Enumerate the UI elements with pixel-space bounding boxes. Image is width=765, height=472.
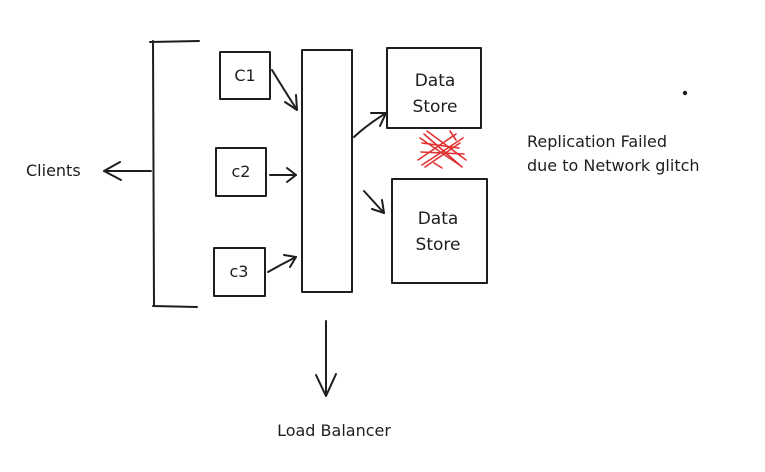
data-store-1-line1: Data xyxy=(415,71,456,91)
clients-arrow xyxy=(103,161,152,181)
data-store-node-1: Data Store xyxy=(386,47,482,129)
data-store-2-line2: Store xyxy=(416,235,461,255)
load-balancer-node xyxy=(301,49,353,293)
arrow-c2-to-lb xyxy=(269,167,297,183)
client-node-c2: c2 xyxy=(215,147,267,197)
arrow-lb-to-store-1 xyxy=(353,112,387,138)
client-label-c1: C1 xyxy=(234,66,255,85)
arrow-c1-to-lb xyxy=(271,69,298,111)
load-balancer-label: Load Balancer xyxy=(277,421,391,440)
stray-dot xyxy=(682,90,688,96)
client-node-c1: C1 xyxy=(219,51,271,100)
data-store-2-line1: Data xyxy=(418,209,459,229)
replication-failure-mark xyxy=(417,130,467,169)
arrow-lb-to-store-2 xyxy=(363,190,385,214)
clients-label: Clients xyxy=(26,161,81,180)
data-store-node-2: Data Store xyxy=(391,178,488,284)
client-label-c3: c3 xyxy=(230,262,249,281)
arrow-c3-to-lb xyxy=(267,254,297,273)
clients-bracket xyxy=(149,40,200,308)
load-balancer-arrow xyxy=(315,320,337,397)
data-store-1-line2: Store xyxy=(413,97,458,117)
replication-note-line2: due to Network glitch xyxy=(527,156,700,175)
client-node-c3: c3 xyxy=(213,247,266,297)
replication-note-line1: Replication Failed xyxy=(527,132,667,151)
client-label-c2: c2 xyxy=(232,162,251,181)
